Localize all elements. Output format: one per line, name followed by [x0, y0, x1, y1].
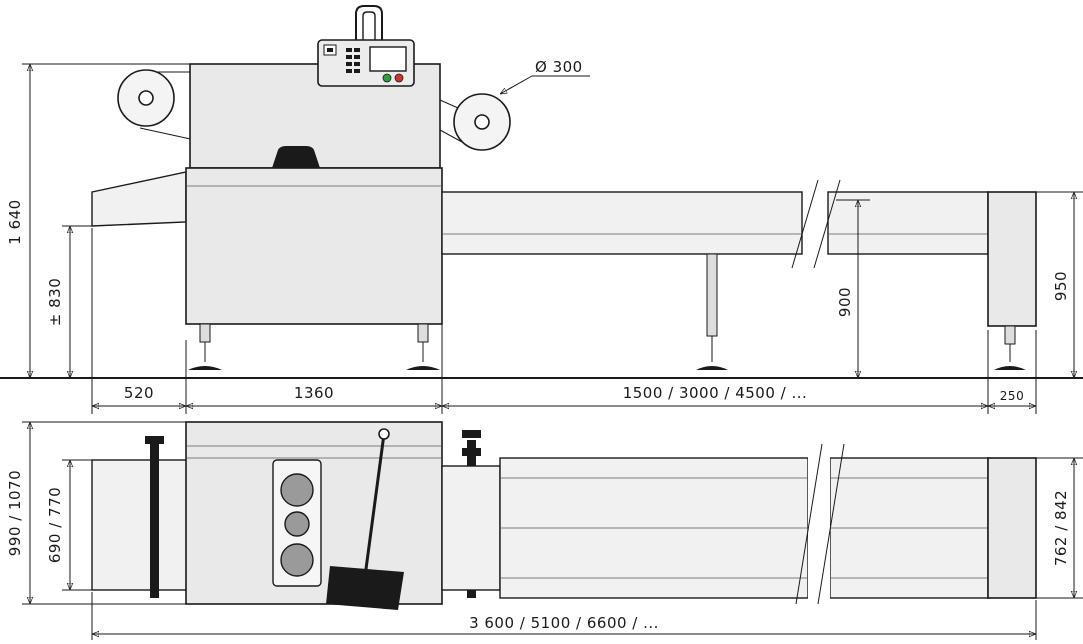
top-view: 990 / 1070 690 / 770 762 / 842 3 600 / 5…: [6, 421, 1083, 640]
conveyor-length-label: 1500 / 3000 / 4500 / ...: [623, 384, 808, 402]
total-length-label: 3 600 / 5100 / 6600 / ...: [469, 614, 659, 632]
end-length-label: 250: [1000, 389, 1024, 403]
top-end-block: [987, 457, 1037, 599]
length-dimensions: 520 1360 1500 / 3000 / 4500 / ... 250: [91, 228, 1037, 414]
lever: [326, 428, 404, 610]
infeed-chute: [91, 171, 187, 227]
belt-width-label: 762 / 842: [1052, 490, 1070, 566]
infeed-width-label: 690 / 770: [46, 487, 64, 563]
machine-legs: [188, 323, 440, 370]
right-film-roll: [439, 93, 511, 151]
left-bar: [150, 440, 159, 598]
infeed-height-label: ± 830: [46, 278, 64, 326]
end-height-label: 950: [1052, 271, 1070, 301]
end-block: [987, 191, 1037, 370]
top-conveyor: [499, 443, 989, 605]
conveyor-belt: [441, 179, 989, 269]
top-infeed: [91, 459, 189, 591]
roll-window: [272, 459, 322, 587]
total-width-label: 990 / 1070: [6, 470, 24, 556]
total-height-label: 1 640: [6, 199, 24, 244]
control-panel: [317, 5, 415, 87]
stop-button-icon: [394, 73, 404, 83]
roll-diameter-label: Ø 300: [535, 58, 583, 76]
lower-body: [185, 167, 443, 325]
side-view: Ø 300 1 640 ± 830 900 950 520 13: [0, 5, 1083, 414]
belt-height-label: 900: [836, 287, 854, 317]
sealing-block: [441, 465, 501, 591]
left-film-roll: [117, 69, 196, 141]
machine-length-label: 1360: [294, 384, 334, 402]
top-handle: [272, 146, 320, 168]
start-button-icon: [382, 73, 392, 83]
conveyor-leg: [696, 253, 728, 370]
infeed-length-label: 520: [124, 384, 154, 402]
